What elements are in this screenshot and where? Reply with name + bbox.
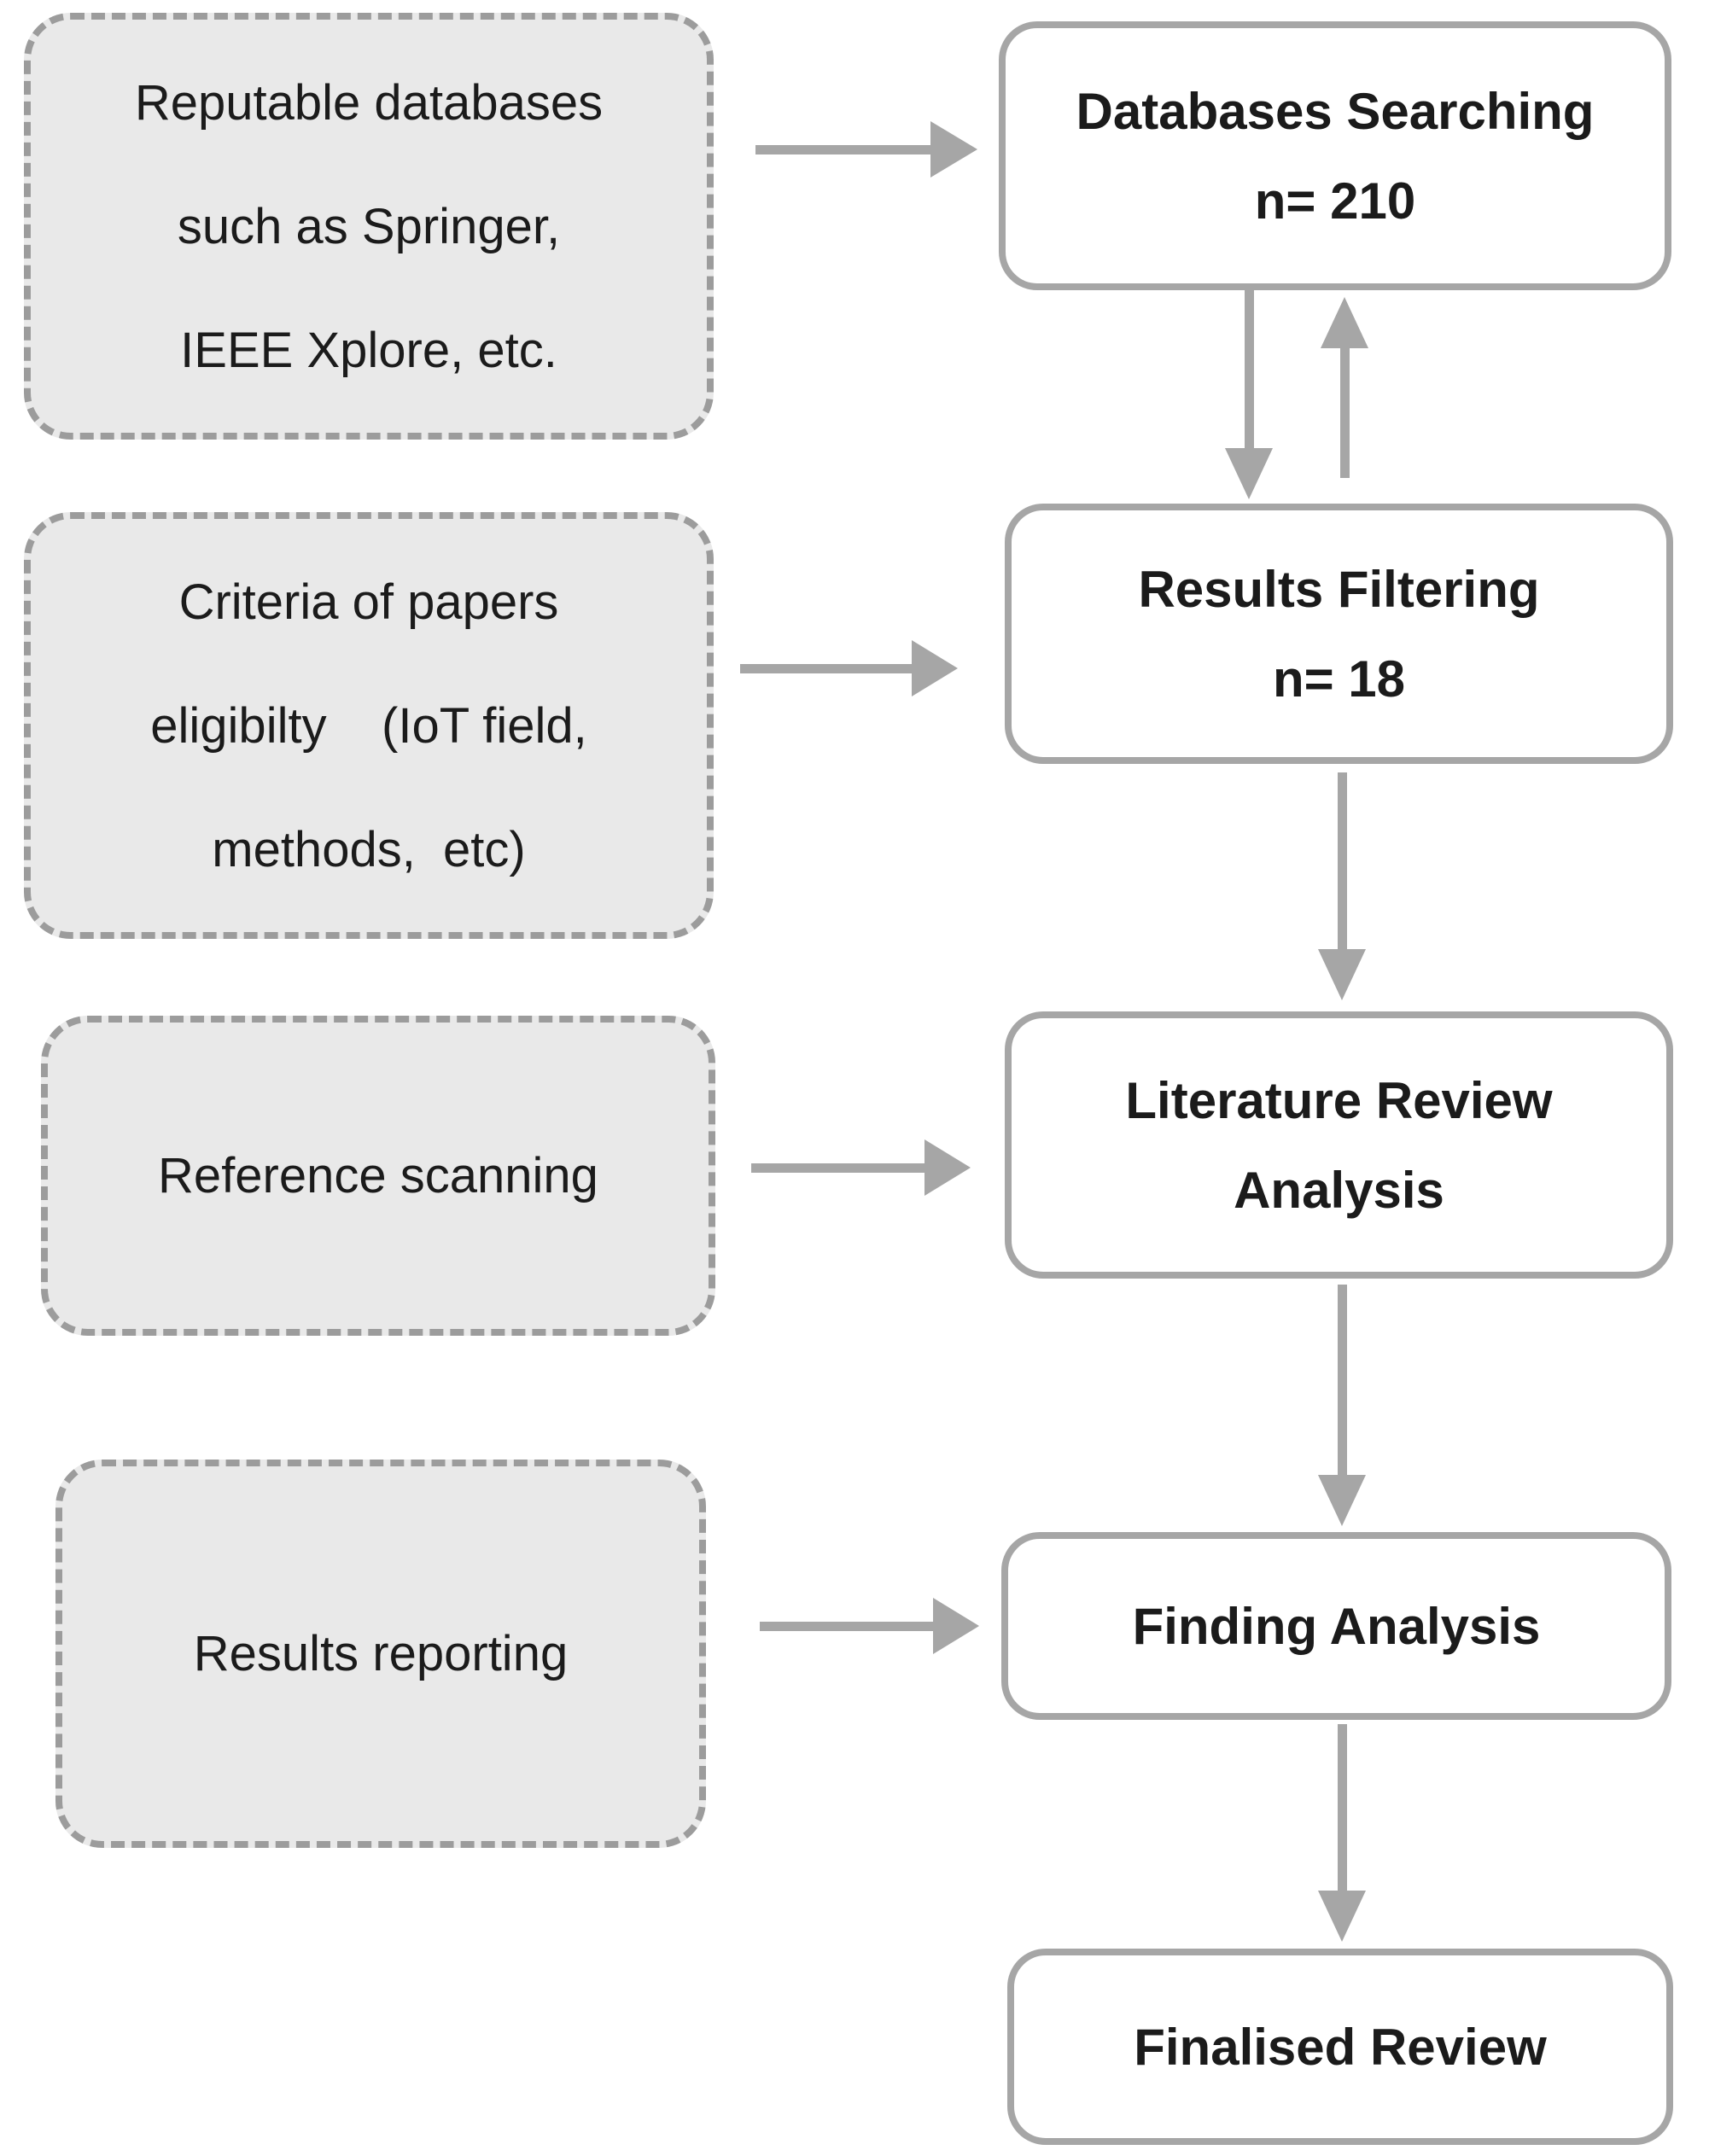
arrow-searching-to-filtering-down	[1225, 290, 1273, 499]
source-box-text-line: Reputable databases	[134, 74, 604, 131]
arrow-shaft	[755, 145, 930, 154]
arrow-head	[1318, 949, 1366, 1000]
process-box-title: Finalised Review	[1134, 2018, 1547, 2076]
arrow-head	[933, 1598, 979, 1654]
process-box-literature-review-analysis: Literature Review Analysis	[1005, 1011, 1673, 1279]
process-box-finding-analysis: Finding Analysis	[1001, 1532, 1671, 1720]
source-box-reputable-databases: Reputable databases such as Springer, IE…	[24, 13, 714, 440]
source-box-text-line: Criteria of papers	[178, 574, 559, 630]
arrow-shaft	[751, 1163, 924, 1173]
arrow-filtering-to-literature	[1318, 772, 1366, 1000]
source-box-text-line: Results reporting	[193, 1626, 569, 1681]
arrow-literature-to-finding	[1318, 1285, 1366, 1526]
process-box-title: Finding Analysis	[1132, 1597, 1541, 1655]
process-box-finalised-review: Finalised Review	[1007, 1949, 1673, 2145]
arrow-filtering-to-searching-up	[1321, 297, 1368, 478]
process-box-title: Analysis	[1234, 1161, 1444, 1219]
arrow-shaft	[1340, 348, 1350, 478]
arrow-criteria-to-filtering	[740, 640, 958, 696]
process-box-title: Databases Searching	[1076, 82, 1595, 140]
arrow-reference-to-literature	[751, 1139, 971, 1196]
arrow-head	[1318, 1891, 1366, 1942]
arrow-head	[1225, 448, 1273, 499]
arrow-shaft	[1245, 290, 1254, 448]
process-box-title: Literature Review	[1125, 1071, 1553, 1129]
source-box-text-line: such as Springer,	[177, 198, 561, 254]
source-box-results-reporting: Results reporting	[55, 1460, 706, 1848]
source-box-text-line: methods, etc)	[212, 821, 526, 877]
arrow-head	[930, 121, 977, 178]
source-box-criteria-eligibility: Criteria of papers eligibilty (IoT field…	[24, 512, 714, 939]
arrow-finding-to-finalised	[1318, 1724, 1366, 1942]
source-box-text-line: eligibilty (IoT field,	[150, 697, 587, 754]
arrow-shaft	[1338, 1724, 1347, 1891]
source-box-reference-scanning: Reference scanning	[41, 1016, 715, 1336]
arrow-shaft	[740, 664, 912, 673]
source-box-text-line: Reference scanning	[158, 1148, 598, 1203]
arrow-head	[924, 1139, 971, 1196]
arrow-shaft	[1338, 772, 1347, 949]
arrow-head	[1321, 297, 1368, 348]
process-box-databases-searching: Databases Searching n= 210	[999, 21, 1671, 290]
arrow-shaft	[1338, 1285, 1347, 1475]
source-box-text-line: IEEE Xplore, etc.	[180, 322, 557, 378]
arrow-shaft	[760, 1622, 933, 1631]
arrow-head	[912, 640, 958, 696]
process-box-count: n= 210	[1254, 172, 1416, 230]
arrow-reporting-to-finding	[760, 1598, 979, 1654]
arrow-reputable-to-searching	[755, 121, 977, 178]
arrow-head	[1318, 1475, 1366, 1526]
process-box-count: n= 18	[1272, 650, 1406, 708]
process-box-results-filtering: Results Filtering n= 18	[1005, 504, 1673, 764]
process-box-title: Results Filtering	[1138, 560, 1540, 618]
